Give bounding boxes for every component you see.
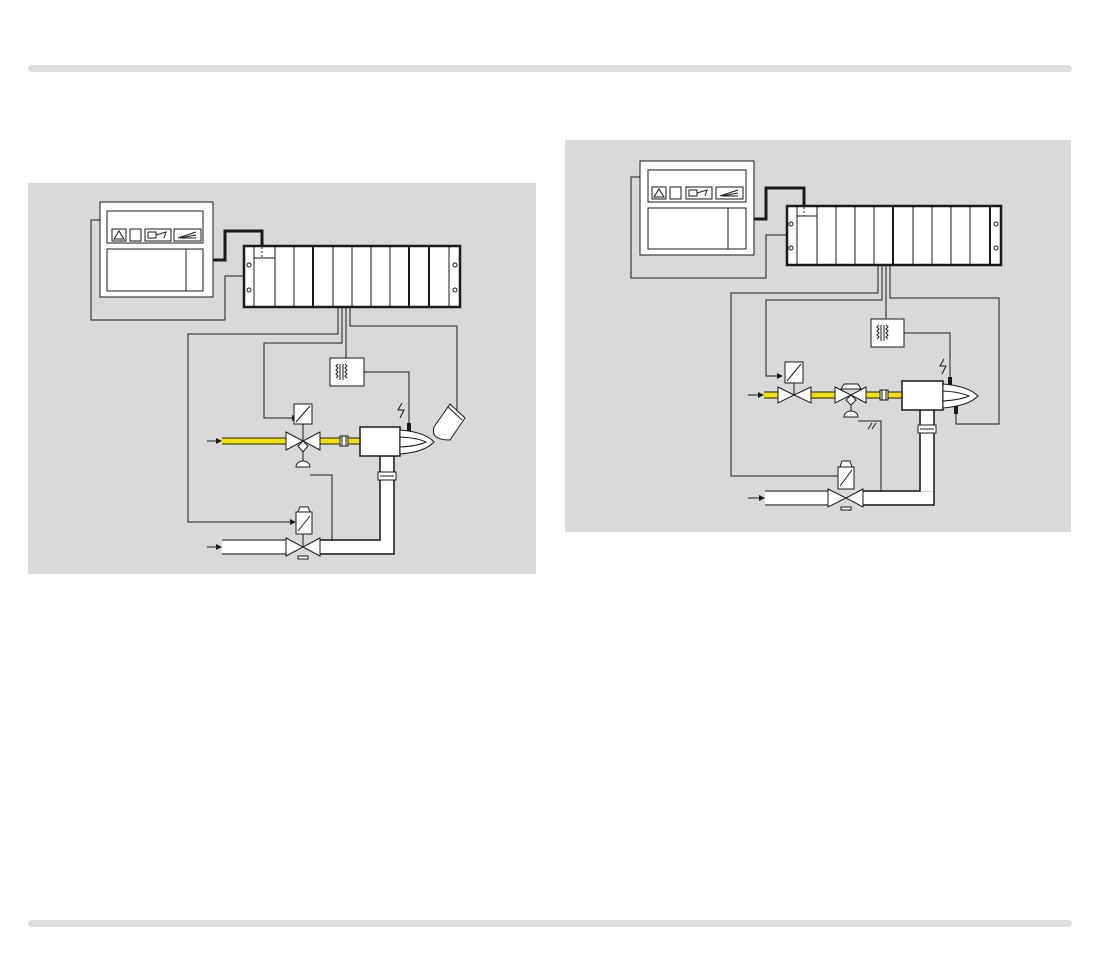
burner-icon	[686, 187, 712, 199]
square-indicator-icon	[130, 229, 141, 241]
display-screen	[648, 208, 746, 249]
air-damper-actuator	[828, 461, 863, 510]
left-schematic	[28, 183, 536, 574]
ignition-transformer	[871, 319, 904, 347]
lightning-icon	[398, 403, 404, 418]
air-damper-actuator	[286, 507, 320, 559]
flame-sensor	[433, 404, 465, 440]
display-screen	[107, 249, 203, 291]
warning-triangle-icon	[652, 187, 666, 199]
arrow-icon	[216, 438, 222, 444]
flame-icon	[716, 187, 743, 199]
solenoid-valve	[778, 362, 811, 403]
ignition-electrode	[948, 377, 952, 385]
right-diagram-panel	[565, 140, 1071, 532]
burner-head	[902, 381, 943, 410]
arrow-icon	[290, 519, 296, 525]
left-diagram-panel	[28, 183, 536, 574]
pressure-switch	[880, 390, 888, 400]
air-duct	[748, 410, 936, 505]
solenoid-valve	[294, 404, 312, 424]
arrow-icon	[777, 373, 783, 379]
ignition-transformer	[330, 358, 364, 386]
gas-valve	[835, 384, 866, 417]
ionization-electrode	[954, 406, 958, 414]
right-schematic	[565, 140, 1071, 532]
bottom-rule	[28, 920, 1072, 927]
pressure-switch	[340, 436, 348, 446]
warning-triangle-icon	[112, 229, 126, 241]
gas-valve	[286, 424, 320, 467]
ignition-electrode	[407, 423, 411, 431]
burner-head	[360, 427, 400, 456]
flame-icon	[174, 229, 201, 241]
air-duct	[207, 456, 396, 554]
lightning-icon	[940, 359, 946, 374]
square-indicator-icon	[670, 187, 681, 199]
burner-icon	[145, 229, 171, 241]
arrow-icon	[758, 392, 764, 398]
top-rule	[28, 65, 1072, 72]
